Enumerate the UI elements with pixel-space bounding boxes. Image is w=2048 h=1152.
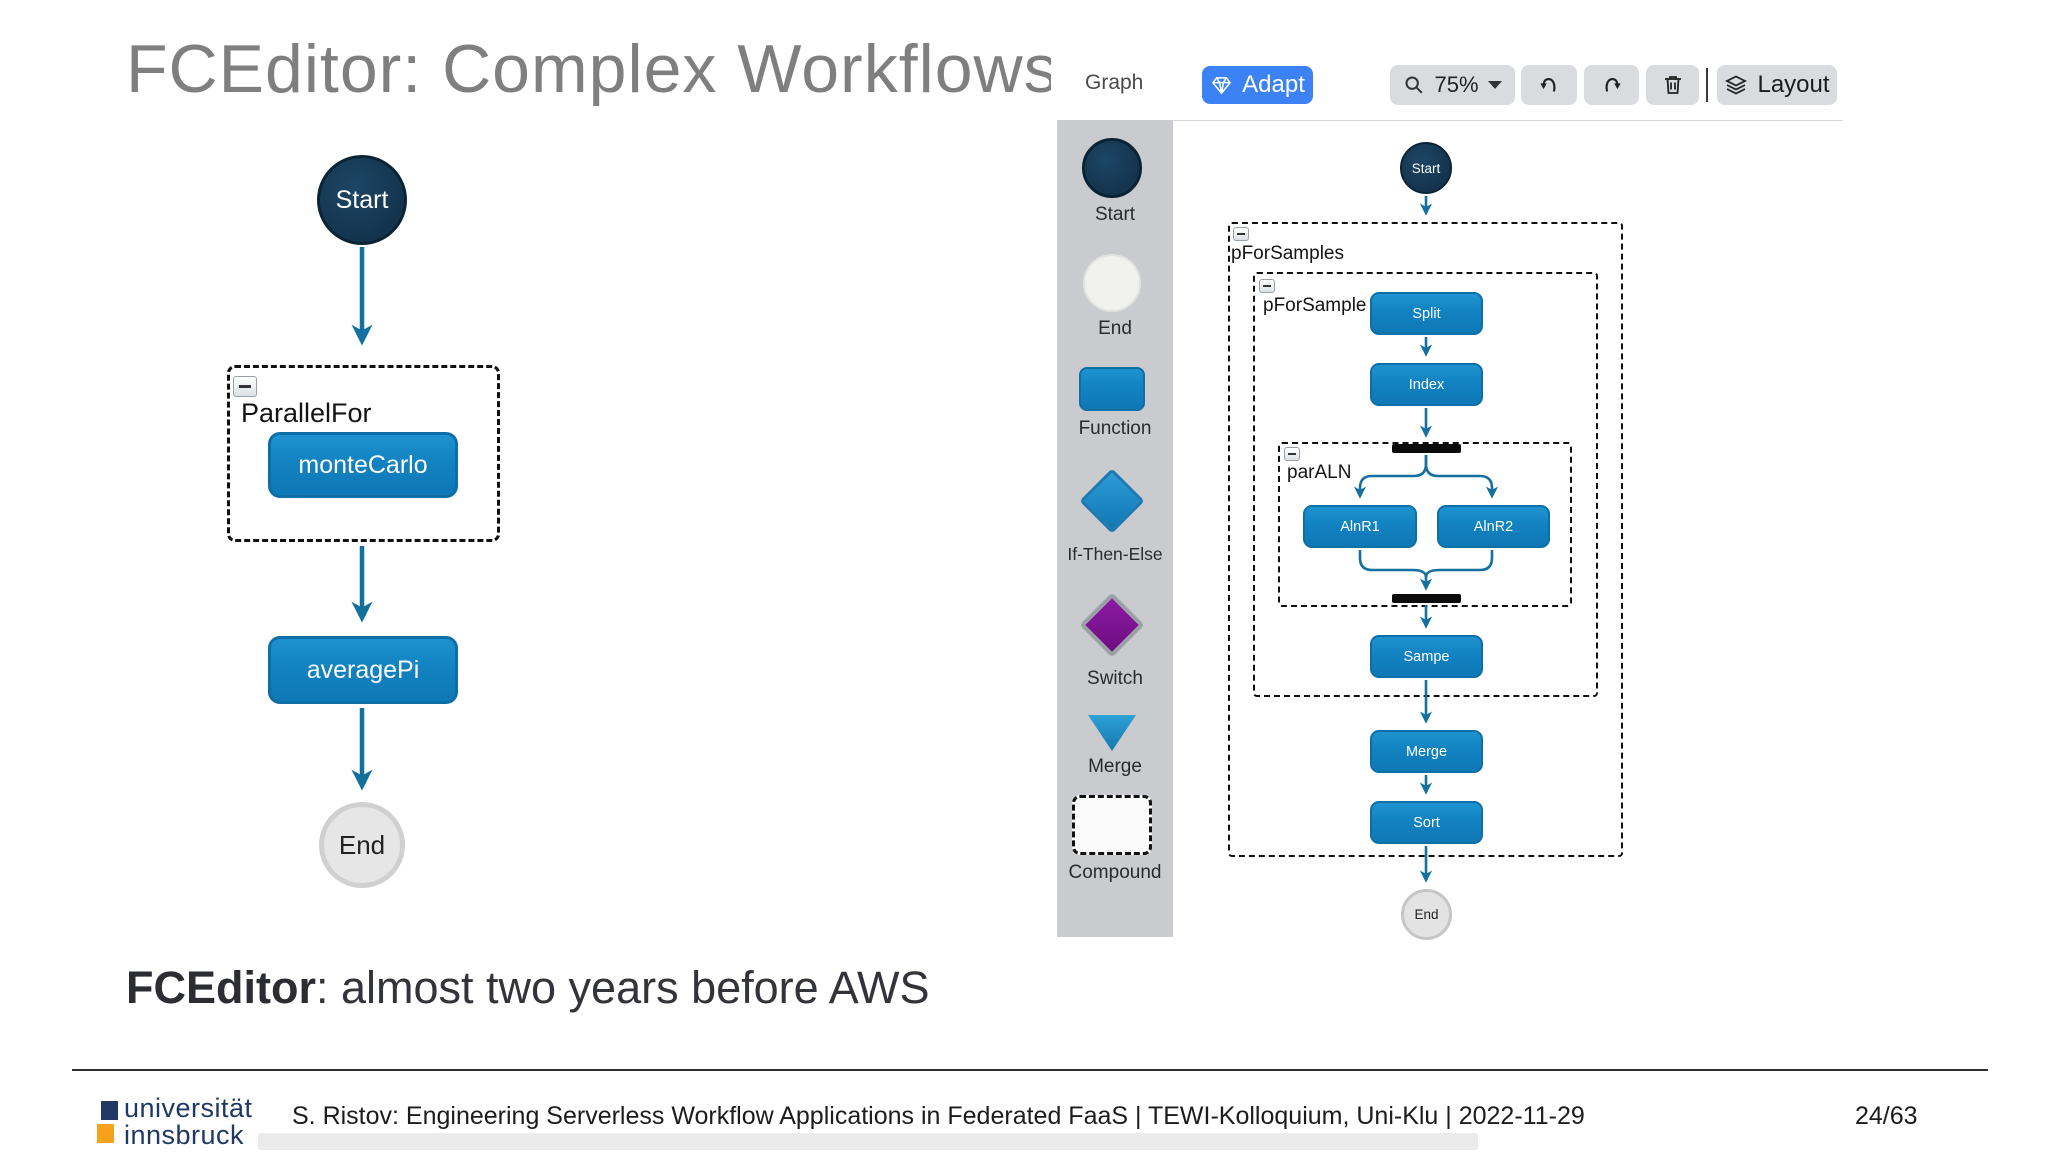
palette-start-shape[interactable] (1082, 138, 1142, 198)
left-start-node[interactable]: Start (317, 155, 407, 245)
palette-merge-shape[interactable] (1088, 715, 1136, 751)
palette-start-label: Start (1094, 204, 1136, 225)
collapse-icon[interactable] (1259, 279, 1275, 293)
layout-button[interactable]: Layout (1717, 65, 1837, 105)
chevron-down-icon (1487, 81, 1502, 89)
undo-button[interactable] (1521, 65, 1577, 105)
slide-title: FCEditor: Complex Workflows (126, 31, 1059, 107)
graph-split-node[interactable]: Split (1370, 292, 1483, 335)
palette-if-then-else-label: If-Then-Else (1067, 544, 1163, 564)
node-palette: Start End Function If-Then-Else Switch M… (1057, 120, 1173, 937)
layers-icon (1724, 73, 1748, 97)
graph-end-node[interactable]: End (1401, 889, 1452, 940)
graph-index-node[interactable]: Index (1370, 363, 1483, 406)
footer-divider (72, 1069, 1988, 1071)
graph-start-node[interactable]: Start (1400, 142, 1452, 194)
collapse-icon[interactable] (233, 376, 257, 397)
palette-merge-label: Merge (1088, 756, 1142, 777)
palette-function-label: Function (1078, 418, 1152, 439)
graph-sampe-node[interactable]: Sampe (1370, 635, 1483, 678)
palette-compound-label: Compound (1068, 862, 1162, 883)
graph-sort-node[interactable]: Sort (1370, 801, 1483, 844)
graph-group-paraln-label: parALN (1287, 462, 1352, 483)
footer-credit: S. Ristov: Engineering Serverless Workfl… (292, 1102, 1585, 1130)
logo-line1: universität (124, 1093, 253, 1123)
redo-button[interactable] (1584, 65, 1639, 105)
canvas-top-border (1173, 120, 1843, 121)
logo-blue-square (101, 1101, 118, 1120)
collapse-icon[interactable] (1233, 227, 1249, 241)
tab-graph[interactable]: Graph (1085, 71, 1144, 94)
magnifier-icon (1403, 74, 1425, 96)
logo-line2: innsbruck (124, 1120, 245, 1150)
palette-switch-label: Switch (1087, 668, 1143, 689)
left-parallelfor-group[interactable] (227, 365, 500, 542)
palette-compound-shape[interactable] (1072, 795, 1152, 855)
page-number: 24/63 (1855, 1102, 1918, 1130)
graph-alnr1-node[interactable]: AlnR1 (1303, 505, 1417, 548)
left-montecarlo-node[interactable]: monteCarlo (268, 432, 458, 498)
statement-rest: : almost two years before AWS (315, 962, 930, 1013)
trash-icon (1661, 73, 1685, 97)
parallel-join-bar (1392, 594, 1461, 603)
graph-alnr2-node[interactable]: AlnR2 (1437, 505, 1550, 548)
palette-function-shape[interactable] (1079, 367, 1145, 411)
left-parallelfor-label: ParallelFor (241, 398, 372, 428)
zoom-level-value: 75% (1434, 72, 1479, 97)
graph-group-pforsample-label: pForSample (1263, 295, 1367, 316)
collapse-icon[interactable] (1284, 447, 1300, 461)
slide-statement: FCEditor: almost two years before AWS (126, 962, 930, 1014)
parallel-fork-bar (1392, 444, 1461, 453)
redo-icon (1599, 72, 1625, 98)
university-logo: universität innsbruck (124, 1095, 253, 1149)
logo-orange-square (97, 1124, 114, 1143)
graph-group-pforsamples-label: pForSamples (1231, 243, 1344, 264)
left-end-node[interactable]: End (319, 802, 405, 888)
adapt-button[interactable]: Adapt (1202, 66, 1313, 104)
palette-switch-shape[interactable] (1079, 592, 1145, 658)
left-averagepi-node[interactable]: averagePi (268, 636, 458, 704)
toolbar-divider (1706, 68, 1708, 102)
graph-merge-node[interactable]: Merge (1370, 730, 1483, 773)
undo-icon (1536, 72, 1562, 98)
gem-icon (1210, 74, 1233, 97)
delete-button[interactable] (1646, 65, 1699, 105)
zoom-level-button[interactable]: 75% (1390, 65, 1515, 105)
adapt-button-label: Adapt (1242, 71, 1305, 98)
palette-end-label: End (1098, 318, 1132, 339)
palette-if-then-else-shape[interactable] (1079, 468, 1145, 534)
palette-end-shape[interactable] (1083, 254, 1141, 312)
bottom-scrubber-remnant (258, 1133, 1478, 1150)
statement-bold: FCEditor (126, 962, 316, 1013)
layout-button-label: Layout (1757, 71, 1830, 98)
